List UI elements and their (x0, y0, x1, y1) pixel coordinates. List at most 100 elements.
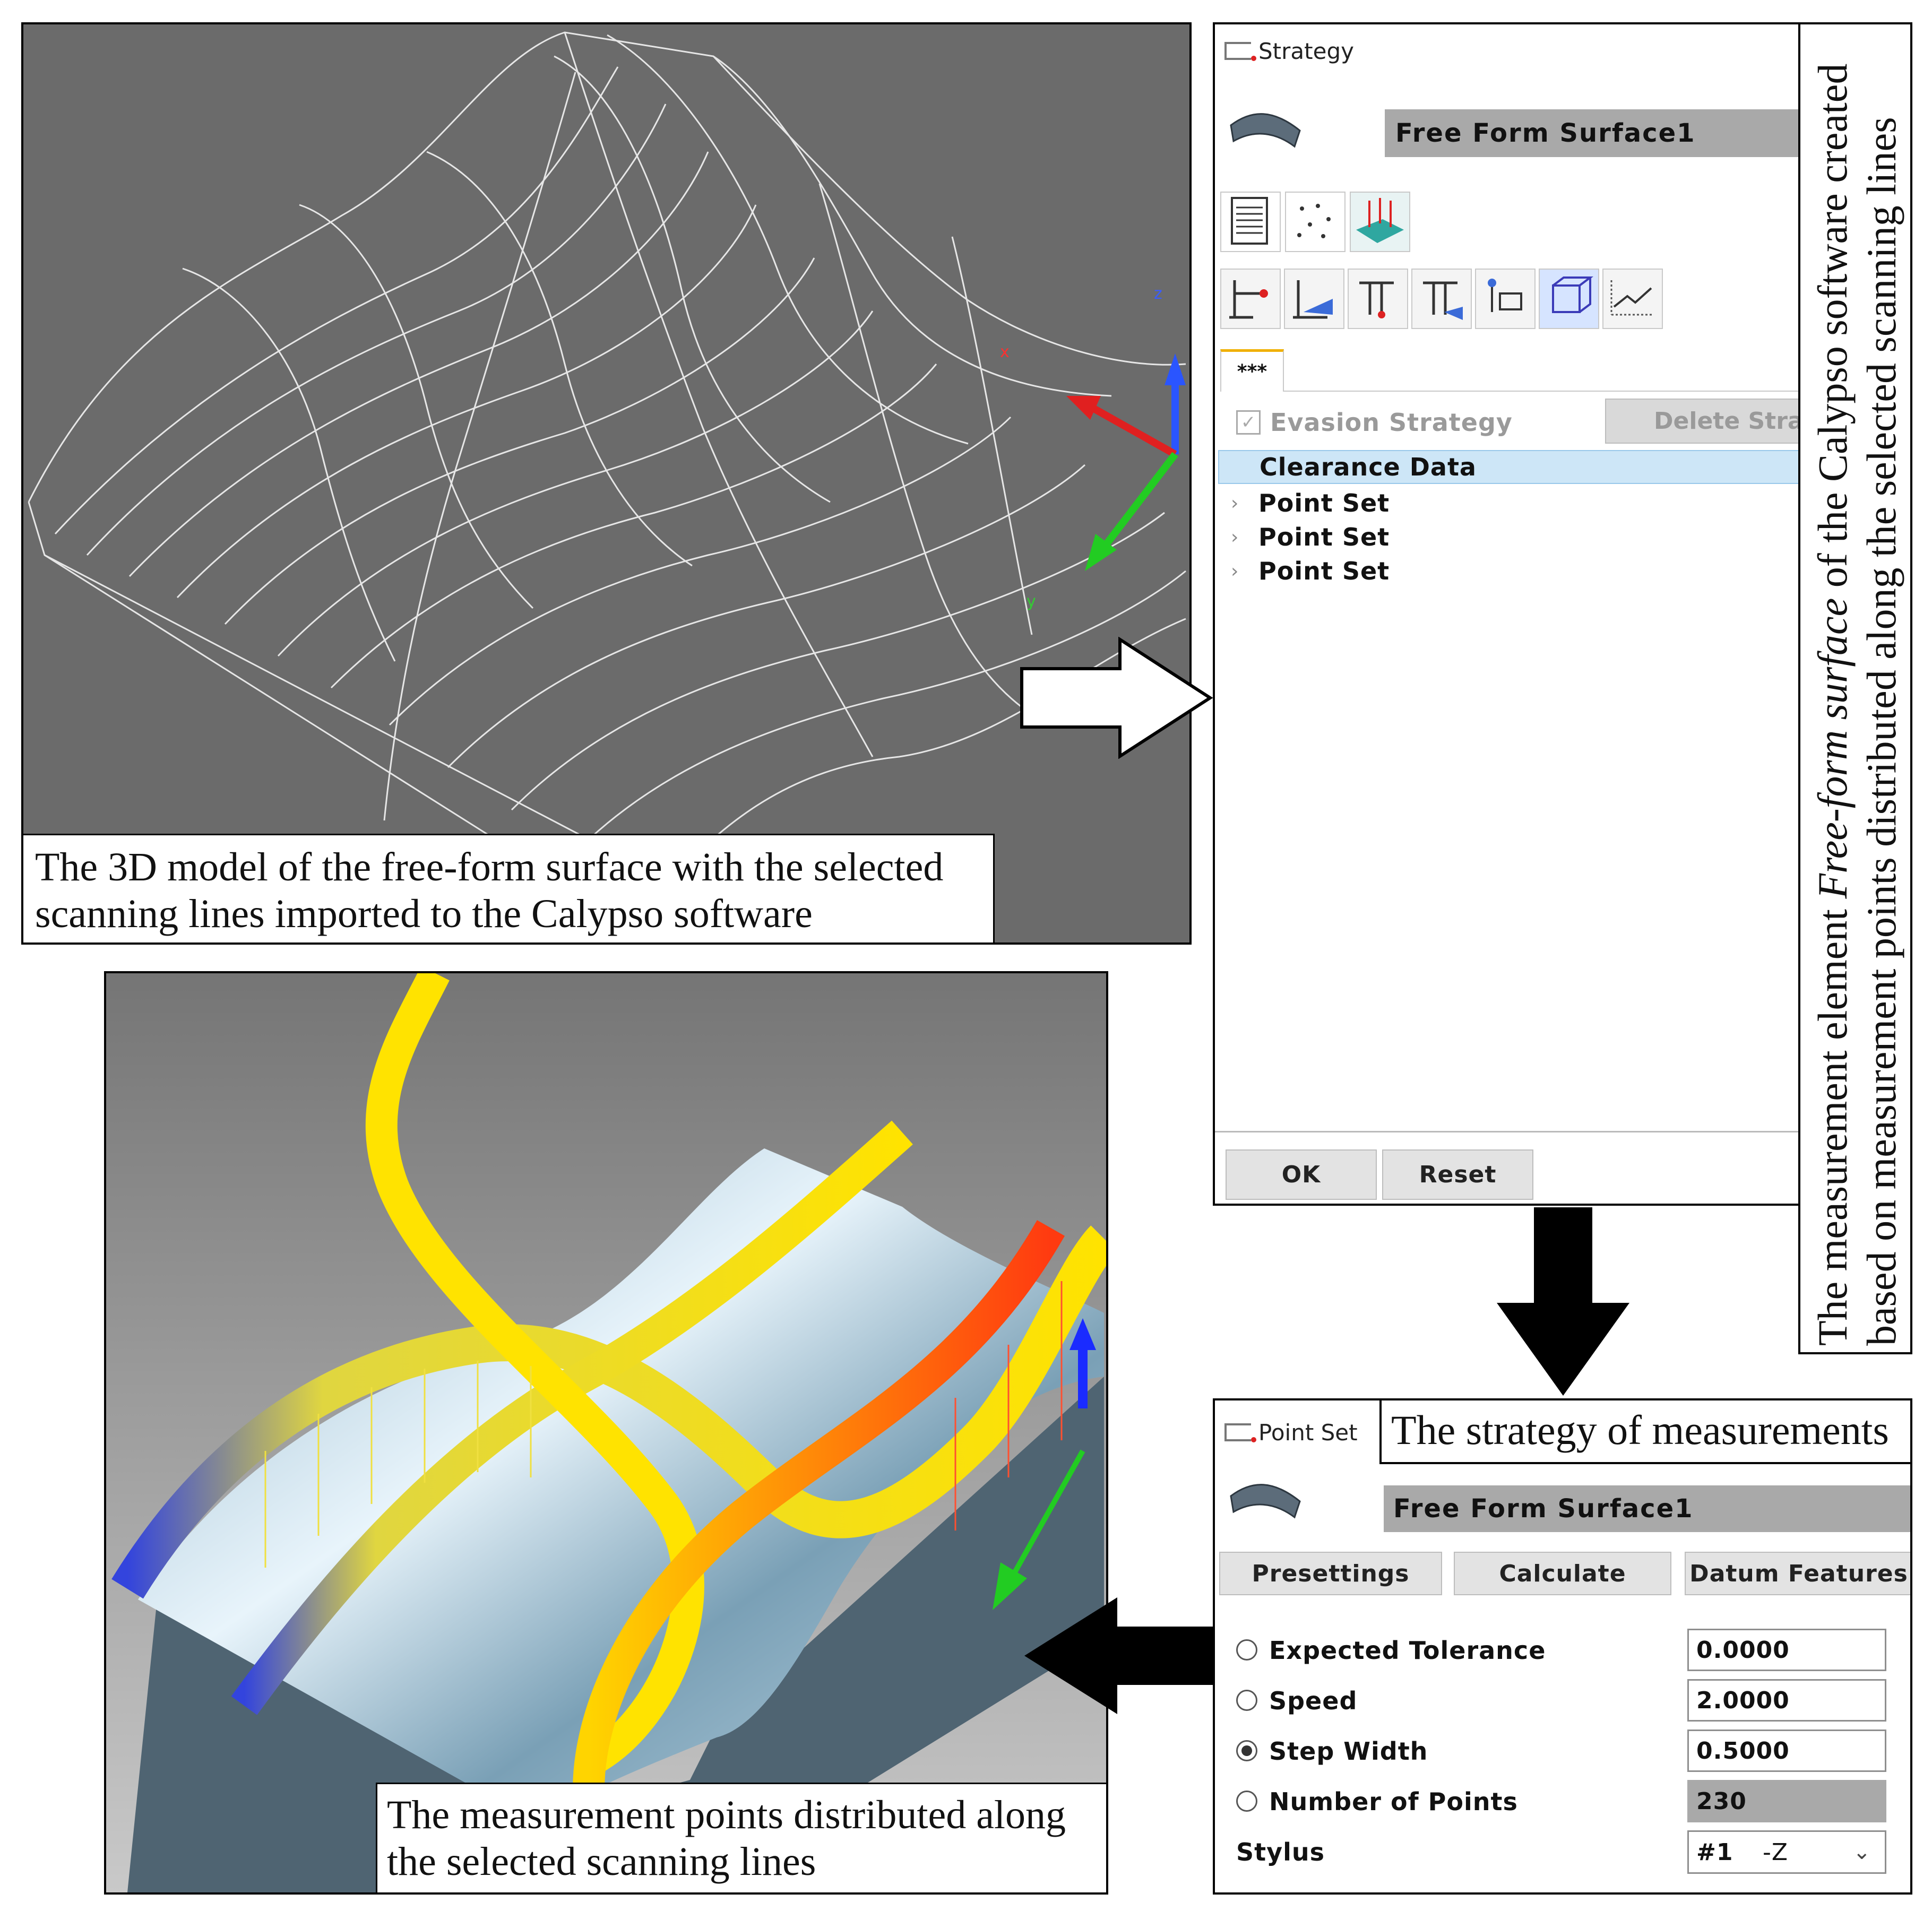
arrow-down (1497, 1207, 1629, 1396)
tab-strategy[interactable]: *** (1220, 349, 1284, 392)
curve-graph-icon[interactable] (1602, 269, 1663, 329)
pointset-title: Point Set (1258, 1419, 1358, 1446)
arrow-right (1020, 637, 1213, 759)
param-row-speed: Speed 2.0000 (1236, 1679, 1910, 1723)
tree-item-clearance-data[interactable]: Clearance Data (1218, 450, 1910, 484)
points-caption-text: The measurement points distributed along… (387, 1793, 1066, 1884)
param-label: Number of Points (1269, 1787, 1518, 1816)
speed-input[interactable]: 2.0000 (1687, 1679, 1886, 1722)
probe-surface-icon[interactable] (1284, 269, 1344, 329)
points-viewport: The measurement points distributed along… (104, 971, 1108, 1895)
number-of-points-input[interactable]: 230 (1687, 1780, 1886, 1822)
calculate-label: Calculate (1499, 1560, 1626, 1587)
step-width-input[interactable]: 0.5000 (1687, 1730, 1886, 1772)
side-caption-line-1: The measurement element Free-form surfac… (1808, 30, 1857, 1346)
tab-label: *** (1237, 361, 1267, 383)
side-caption-em: Free-form surface (1809, 598, 1856, 899)
tree-item-label: Clearance Data (1260, 453, 1477, 481)
evasion-strategy-checkbox[interactable]: ✓ Evasion Strategy (1236, 408, 1513, 437)
tree-item-point-set-1[interactable]: › Point Set (1231, 486, 1390, 520)
toolbar-row-1 (1220, 192, 1410, 252)
feature-name: Free Form Surface1 (1395, 118, 1696, 148)
arrow-left (1024, 1597, 1215, 1714)
strategy-title-bar: Strategy (1224, 35, 1354, 67)
side-caption-pre: The measurement element (1809, 898, 1856, 1346)
surface-scan-icon[interactable] (1350, 192, 1410, 252)
reset-button-label: Reset (1419, 1161, 1497, 1188)
stylus-select[interactable]: #1 -Z ⌄ (1687, 1830, 1886, 1874)
surface-icon (1230, 1484, 1301, 1519)
probe-down-blue-icon[interactable] (1411, 269, 1472, 329)
axis-label-x: x (1000, 343, 1010, 361)
axis-label-y: y (1027, 592, 1036, 611)
param-label: Expected Tolerance (1269, 1636, 1546, 1665)
tree-item-label: Point Set (1258, 489, 1390, 517)
checkbox-checked-icon: ✓ (1236, 410, 1261, 435)
window-app-icon (1224, 42, 1256, 61)
wireframe-viewport: z x y The 3D model of the free-form surf… (21, 22, 1192, 945)
pointset-feature-name-field[interactable]: Free Form Surface1 (1384, 1485, 1910, 1532)
footer-divider (1215, 1131, 1910, 1132)
param-row-expected-tolerance: Expected Tolerance 0.0000 (1236, 1629, 1910, 1672)
side-caption-post: of the Calypso software created (1809, 63, 1856, 598)
pointset-caption-text: The strategy of measurements (1391, 1407, 1889, 1453)
radio-number-of-points[interactable] (1236, 1791, 1257, 1812)
toolbar-row-2 (1220, 269, 1663, 329)
points-caption: The measurement points distributed along… (376, 1783, 1106, 1892)
param-label: Step Width (1269, 1737, 1428, 1766)
clearance-cube-icon[interactable] (1539, 269, 1599, 329)
param-row-number-of-points: Number of Points 230 (1236, 1780, 1910, 1823)
pointset-title-bar: Point Set (1224, 1416, 1358, 1448)
datum-features-label: Datum Features (1689, 1560, 1908, 1587)
ok-button-label: OK (1281, 1161, 1321, 1188)
wireframe-caption: The 3D model of the free-form surface wi… (23, 834, 995, 942)
probe-start-icon[interactable] (1220, 269, 1281, 329)
stylus-direction: -Z (1763, 1838, 1789, 1866)
wireframe-caption-text: The 3D model of the free-form surface wi… (35, 845, 944, 936)
pointset-window: Point Set The strategy of measurements F… (1213, 1398, 1912, 1895)
axis-triad (1066, 353, 1186, 571)
ok-button[interactable]: OK (1226, 1149, 1377, 1200)
param-row-step-width: Step Width 0.5000 (1236, 1730, 1910, 1773)
tab-underline (1284, 391, 1910, 392)
chevron-down-icon: ⌄ (1853, 1840, 1871, 1864)
probe-down-icon[interactable] (1348, 269, 1408, 329)
presettings-button[interactable]: Presettings (1219, 1552, 1442, 1595)
surface-render (111, 973, 1106, 1892)
expected-tolerance-input[interactable]: 0.0000 (1687, 1629, 1886, 1671)
window-app-icon (1224, 1423, 1256, 1442)
chevron-right-icon: › (1231, 492, 1239, 514)
strategy-side-caption: The measurement element Free-form surfac… (1798, 22, 1912, 1354)
chevron-right-icon: › (1231, 560, 1239, 582)
side-caption-line-2: based on measurement points distributed … (1858, 117, 1904, 1346)
probe-change-icon[interactable] (1475, 269, 1536, 329)
param-label: Speed (1269, 1687, 1358, 1715)
surface-icon (1230, 113, 1301, 148)
stylus-label: Stylus (1236, 1838, 1325, 1866)
axis-label-z: z (1154, 284, 1162, 303)
tree-item-label: Point Set (1258, 557, 1390, 585)
evasion-strategy-label: Evasion Strategy (1270, 408, 1513, 437)
delete-strategy-label: Delete Strat (1654, 408, 1815, 435)
strategy-title: Strategy (1258, 38, 1354, 64)
tree-item-label: Point Set (1258, 523, 1390, 551)
pointset-feature-name: Free Form Surface1 (1393, 1494, 1694, 1524)
tree-item-point-set-2[interactable]: › Point Set (1231, 520, 1390, 554)
wireframe-model (28, 31, 1186, 928)
strategy-window: Strategy Free Form Surface1 *** ✓ Evasi (1213, 22, 1912, 1206)
radio-step-width[interactable] (1236, 1740, 1257, 1761)
radio-expected-tolerance[interactable] (1236, 1639, 1257, 1661)
radio-speed[interactable] (1236, 1690, 1257, 1711)
points-view-icon[interactable] (1285, 192, 1346, 252)
reset-button[interactable]: Reset (1382, 1149, 1533, 1200)
stylus-row: Stylus #1 -Z ⌄ (1236, 1830, 1910, 1878)
datum-features-button[interactable]: Datum Features (1685, 1552, 1910, 1595)
chevron-right-icon: › (1231, 526, 1239, 548)
presettings-label: Presettings (1252, 1560, 1410, 1587)
tree-item-point-set-3[interactable]: › Point Set (1231, 554, 1390, 588)
pointset-caption: The strategy of measurements (1379, 1400, 1910, 1464)
radio-selected-dot (1241, 1745, 1252, 1756)
calculate-button[interactable]: Calculate (1454, 1552, 1671, 1595)
stylus-value: #1 (1696, 1838, 1733, 1866)
list-view-icon[interactable] (1220, 192, 1281, 252)
